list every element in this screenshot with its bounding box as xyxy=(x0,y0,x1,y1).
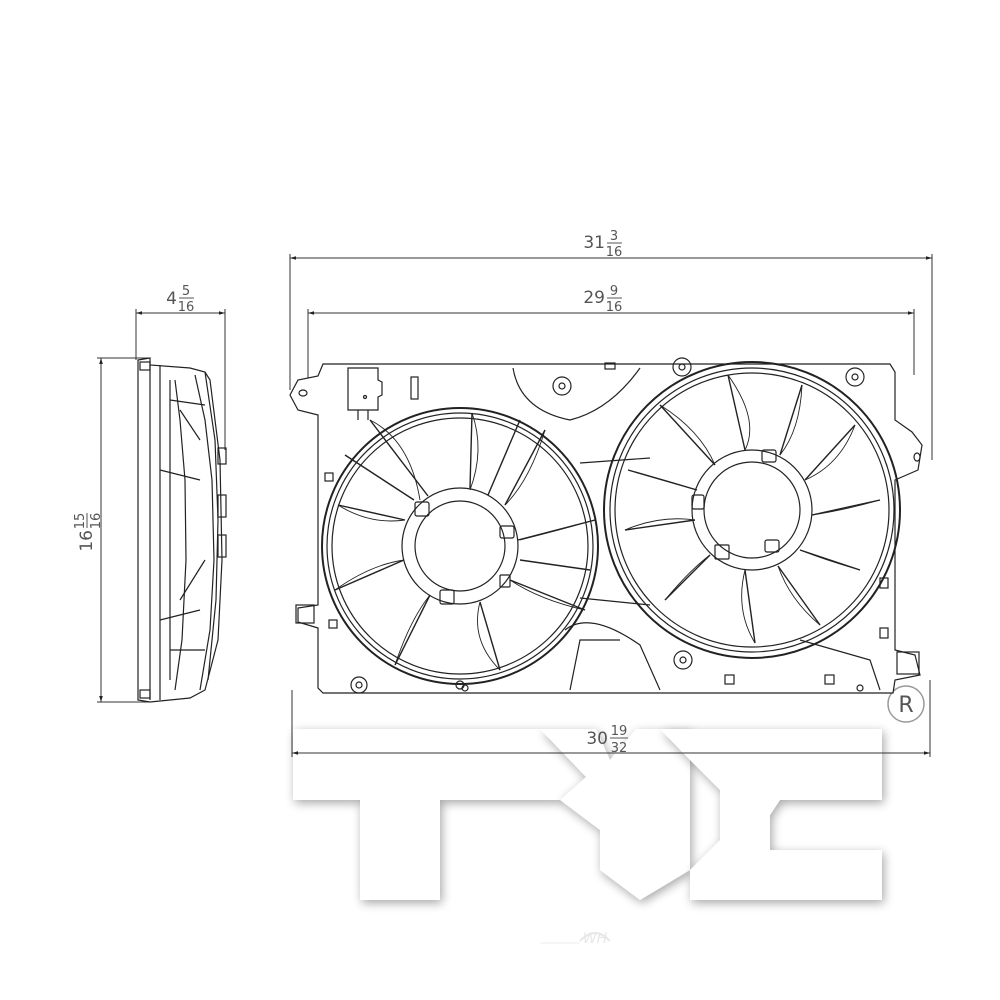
svg-text:16: 16 xyxy=(77,530,97,552)
front-view xyxy=(289,357,923,694)
dimension-label-depth: 4 5 16 xyxy=(166,284,194,315)
dimension-label-overall-width: 31 3 16 xyxy=(583,229,622,260)
dimension-overall-width xyxy=(289,254,933,460)
watermark-logo: WH xyxy=(540,931,611,947)
svg-text:5: 5 xyxy=(182,284,190,299)
dimension-bottom-width xyxy=(291,680,931,757)
svg-text:19: 19 xyxy=(611,724,628,739)
svg-text:16: 16 xyxy=(606,245,623,260)
dimension-shroud-width xyxy=(307,309,915,380)
svg-text:9: 9 xyxy=(610,284,618,299)
tyc-logo: R xyxy=(293,685,925,900)
svg-text:4: 4 xyxy=(166,289,177,309)
svg-text:30: 30 xyxy=(586,729,608,749)
registered-mark-circle xyxy=(887,685,925,723)
svg-text:29: 29 xyxy=(583,288,605,308)
dimension-label-bottom-width: 30 19 32 xyxy=(586,724,628,756)
dimension-label-shroud-width: 29 9 16 xyxy=(583,284,622,315)
dimension-height xyxy=(97,357,150,703)
dimension-label-height: 16 15 16 xyxy=(73,513,104,552)
logo-letter-c xyxy=(660,729,882,900)
svg-text:31: 31 xyxy=(583,233,605,253)
dimension-depth xyxy=(135,309,226,450)
registered-mark: R xyxy=(898,693,913,718)
left-fan xyxy=(321,407,599,690)
svg-text:16: 16 xyxy=(178,300,195,315)
svg-text:16: 16 xyxy=(606,300,623,315)
svg-text:32: 32 xyxy=(611,741,628,756)
svg-text:15: 15 xyxy=(73,513,88,530)
svg-text:WH: WH xyxy=(583,931,608,947)
side-view xyxy=(137,357,227,703)
svg-text:16: 16 xyxy=(89,513,104,530)
right-fan xyxy=(603,361,901,659)
svg-text:3: 3 xyxy=(610,229,618,244)
logo-letter-t xyxy=(293,729,586,900)
logo-letter-y xyxy=(540,729,690,900)
